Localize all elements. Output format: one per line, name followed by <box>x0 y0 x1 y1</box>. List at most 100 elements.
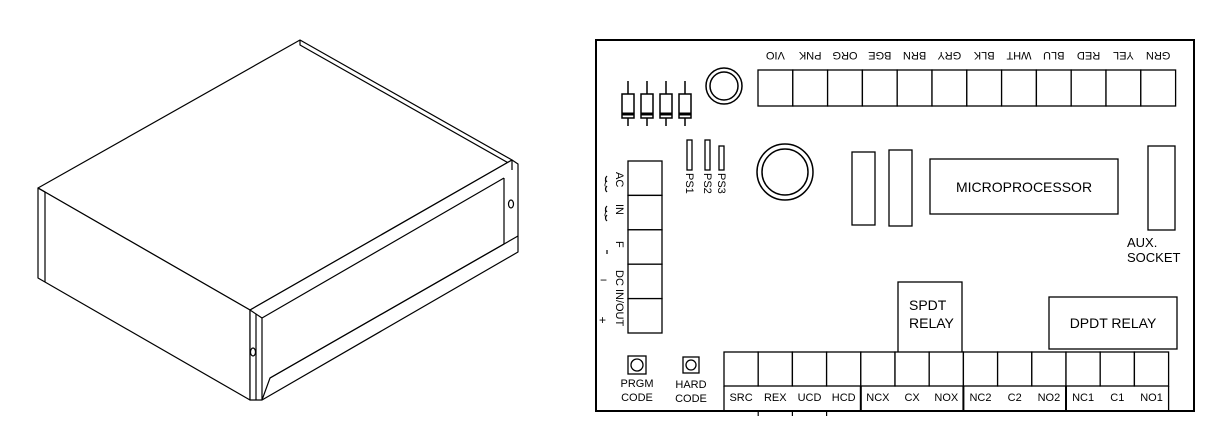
left-terminal-strip <box>627 160 663 334</box>
resistor-2 <box>640 81 654 126</box>
left-terminal-cell <box>627 160 663 197</box>
vertical-component-2 <box>888 149 913 227</box>
left-label-f: F <box>613 241 625 248</box>
bottom-terminal-label-src: SRC <box>729 392 752 404</box>
top-terminal-label-grn: GRN <box>1146 49 1171 61</box>
enclosure-screw-right <box>507 199 515 209</box>
jumper-ps1 <box>686 139 693 171</box>
bottom-terminal-label-nc2: NC2 <box>969 392 991 404</box>
top-terminal-label-brn: BRN <box>903 49 926 61</box>
bottom-terminal-label-no1: NO1 <box>1140 392 1163 404</box>
bottom-terminal-label-ncx: NCX <box>866 392 890 404</box>
bottom-terminal-nox <box>928 351 965 387</box>
bottom-terminal-ucd <box>791 351 828 387</box>
top-terminal-label-blk: BLK <box>973 49 994 61</box>
top-terminal-org <box>826 69 864 107</box>
enclosure-bezel-slant <box>269 235 519 379</box>
bottom-terminal-nc2 <box>962 351 999 387</box>
resistor-4 <box>678 81 692 126</box>
resistor-array <box>621 81 692 126</box>
bottom-terminal-label-cx: CX <box>904 392 920 404</box>
left-mark-1: ~ <box>598 180 612 187</box>
top-terminal-red <box>1070 69 1107 107</box>
bottom-terminal-label-c1: C1 <box>1110 392 1124 404</box>
bottom-terminal-no2 <box>1031 351 1067 387</box>
bottom-terminal-c2 <box>996 351 1033 387</box>
bottom-terminal-label-c2: C2 <box>1008 392 1022 404</box>
top-terminal-label-gry: GRY <box>937 49 961 61</box>
prgm-code-button[interactable]: PRGM CODE <box>621 355 654 404</box>
aux-socket: AUX. SOCKET <box>1127 145 1181 265</box>
jumper-block: PS1 PS2 PS3 <box>683 139 727 194</box>
bottom-terminal-rex <box>757 351 794 387</box>
bottom-terminal-label-rex: REX <box>764 392 787 404</box>
top-terminal-gry <box>931 69 968 107</box>
bottom-terminal-label-hcd: HCD <box>832 392 856 404</box>
dpdt-relay-label: DPDT RELAY <box>1070 315 1157 331</box>
bottom-terminal-label-ucd: UCD <box>798 392 822 404</box>
hard-code-button[interactable]: HARD CODE <box>675 356 707 405</box>
left-terminal-ticks <box>604 175 608 254</box>
hard-code-line2: CODE <box>675 393 707 405</box>
left-label-ac: AC <box>613 172 625 187</box>
prgm-code-line2: CODE <box>621 392 653 404</box>
bottom-terminal-label-nc1: NC1 <box>1072 392 1094 404</box>
jumper-label-ps1: PS1 <box>683 173 695 194</box>
left-terminal-labels: AC IN F DC IN/OUT ~ ~ − + <box>598 172 625 327</box>
left-mark-2: ~ <box>598 210 612 217</box>
enclosure-left-edge <box>37 187 46 282</box>
left-mark-3: − <box>600 273 607 287</box>
left-label-dc: DC IN/OUT <box>613 270 625 327</box>
top-terminal-label-yel: YEL <box>1113 49 1134 61</box>
jumper-ps3 <box>718 145 725 171</box>
top-terminal-label-wht: WHT <box>1006 49 1031 61</box>
aux-socket-label-line1: AUX. <box>1127 235 1157 250</box>
top-terminal-yel <box>1105 69 1142 107</box>
left-terminal-cell <box>627 297 663 334</box>
bottom-terminal-cx <box>894 351 930 387</box>
spdt-relay-line2: RELAY <box>909 315 955 331</box>
large-capacitor <box>756 143 814 201</box>
top-terminal-label-org: ORG <box>832 49 857 61</box>
dpdt-relay: DPDT RELAY <box>1048 296 1178 350</box>
top-terminal-pnk <box>792 69 829 107</box>
microprocessor-label: MICROPROCESSOR <box>956 179 1092 195</box>
bottom-terminal-strip: SRC REX UCD HCD NCX CX NOX NC2 C2 NO2 NC1 C1 NO1 <box>723 351 1170 416</box>
left-label-in: IN <box>613 204 625 215</box>
top-terminal-label-blu: BLU <box>1043 49 1064 61</box>
microprocessor-chip: MICROPROCESSOR <box>929 158 1119 215</box>
enclosure-screw-left <box>249 347 257 357</box>
enclosure-drawing <box>37 39 519 401</box>
bottom-terminal-ncx <box>860 351 896 387</box>
top-terminal-bge <box>861 69 898 107</box>
enclosure-rear-lip <box>299 40 513 166</box>
top-terminal-label-bge: BGE <box>868 49 891 61</box>
bottom-terminal-nc1 <box>1065 351 1101 387</box>
prgm-code-line1: PRGM <box>621 378 654 390</box>
top-terminal-blu <box>1035 69 1072 107</box>
top-terminal-label-vio: VIO <box>765 49 784 61</box>
hard-code-line1: HARD <box>675 379 706 391</box>
left-terminal-cell <box>627 229 663 265</box>
jumper-label-ps3: PS3 <box>715 173 727 194</box>
left-terminal-cell <box>627 194 663 231</box>
bottom-terminal-label-no2: NO2 <box>1038 392 1061 404</box>
vertical-component-1 <box>851 151 876 226</box>
resistor-1 <box>621 81 635 126</box>
jumper-ps2 <box>704 139 711 171</box>
top-terminal-vio <box>757 69 794 107</box>
bottom-terminal-src <box>723 351 759 387</box>
top-terminal-label-red: RED <box>1077 49 1100 61</box>
top-terminal-wht <box>1000 69 1038 107</box>
top-terminal-blk <box>966 69 1003 107</box>
top-terminal-grn <box>1140 69 1177 107</box>
left-mark-4: + <box>599 313 606 327</box>
resistor-3 <box>659 81 673 126</box>
bottom-terminal-label-nox: NOX <box>934 392 959 404</box>
bottom-terminal-hcd <box>825 351 862 387</box>
bottom-terminal-c1 <box>1099 351 1136 387</box>
